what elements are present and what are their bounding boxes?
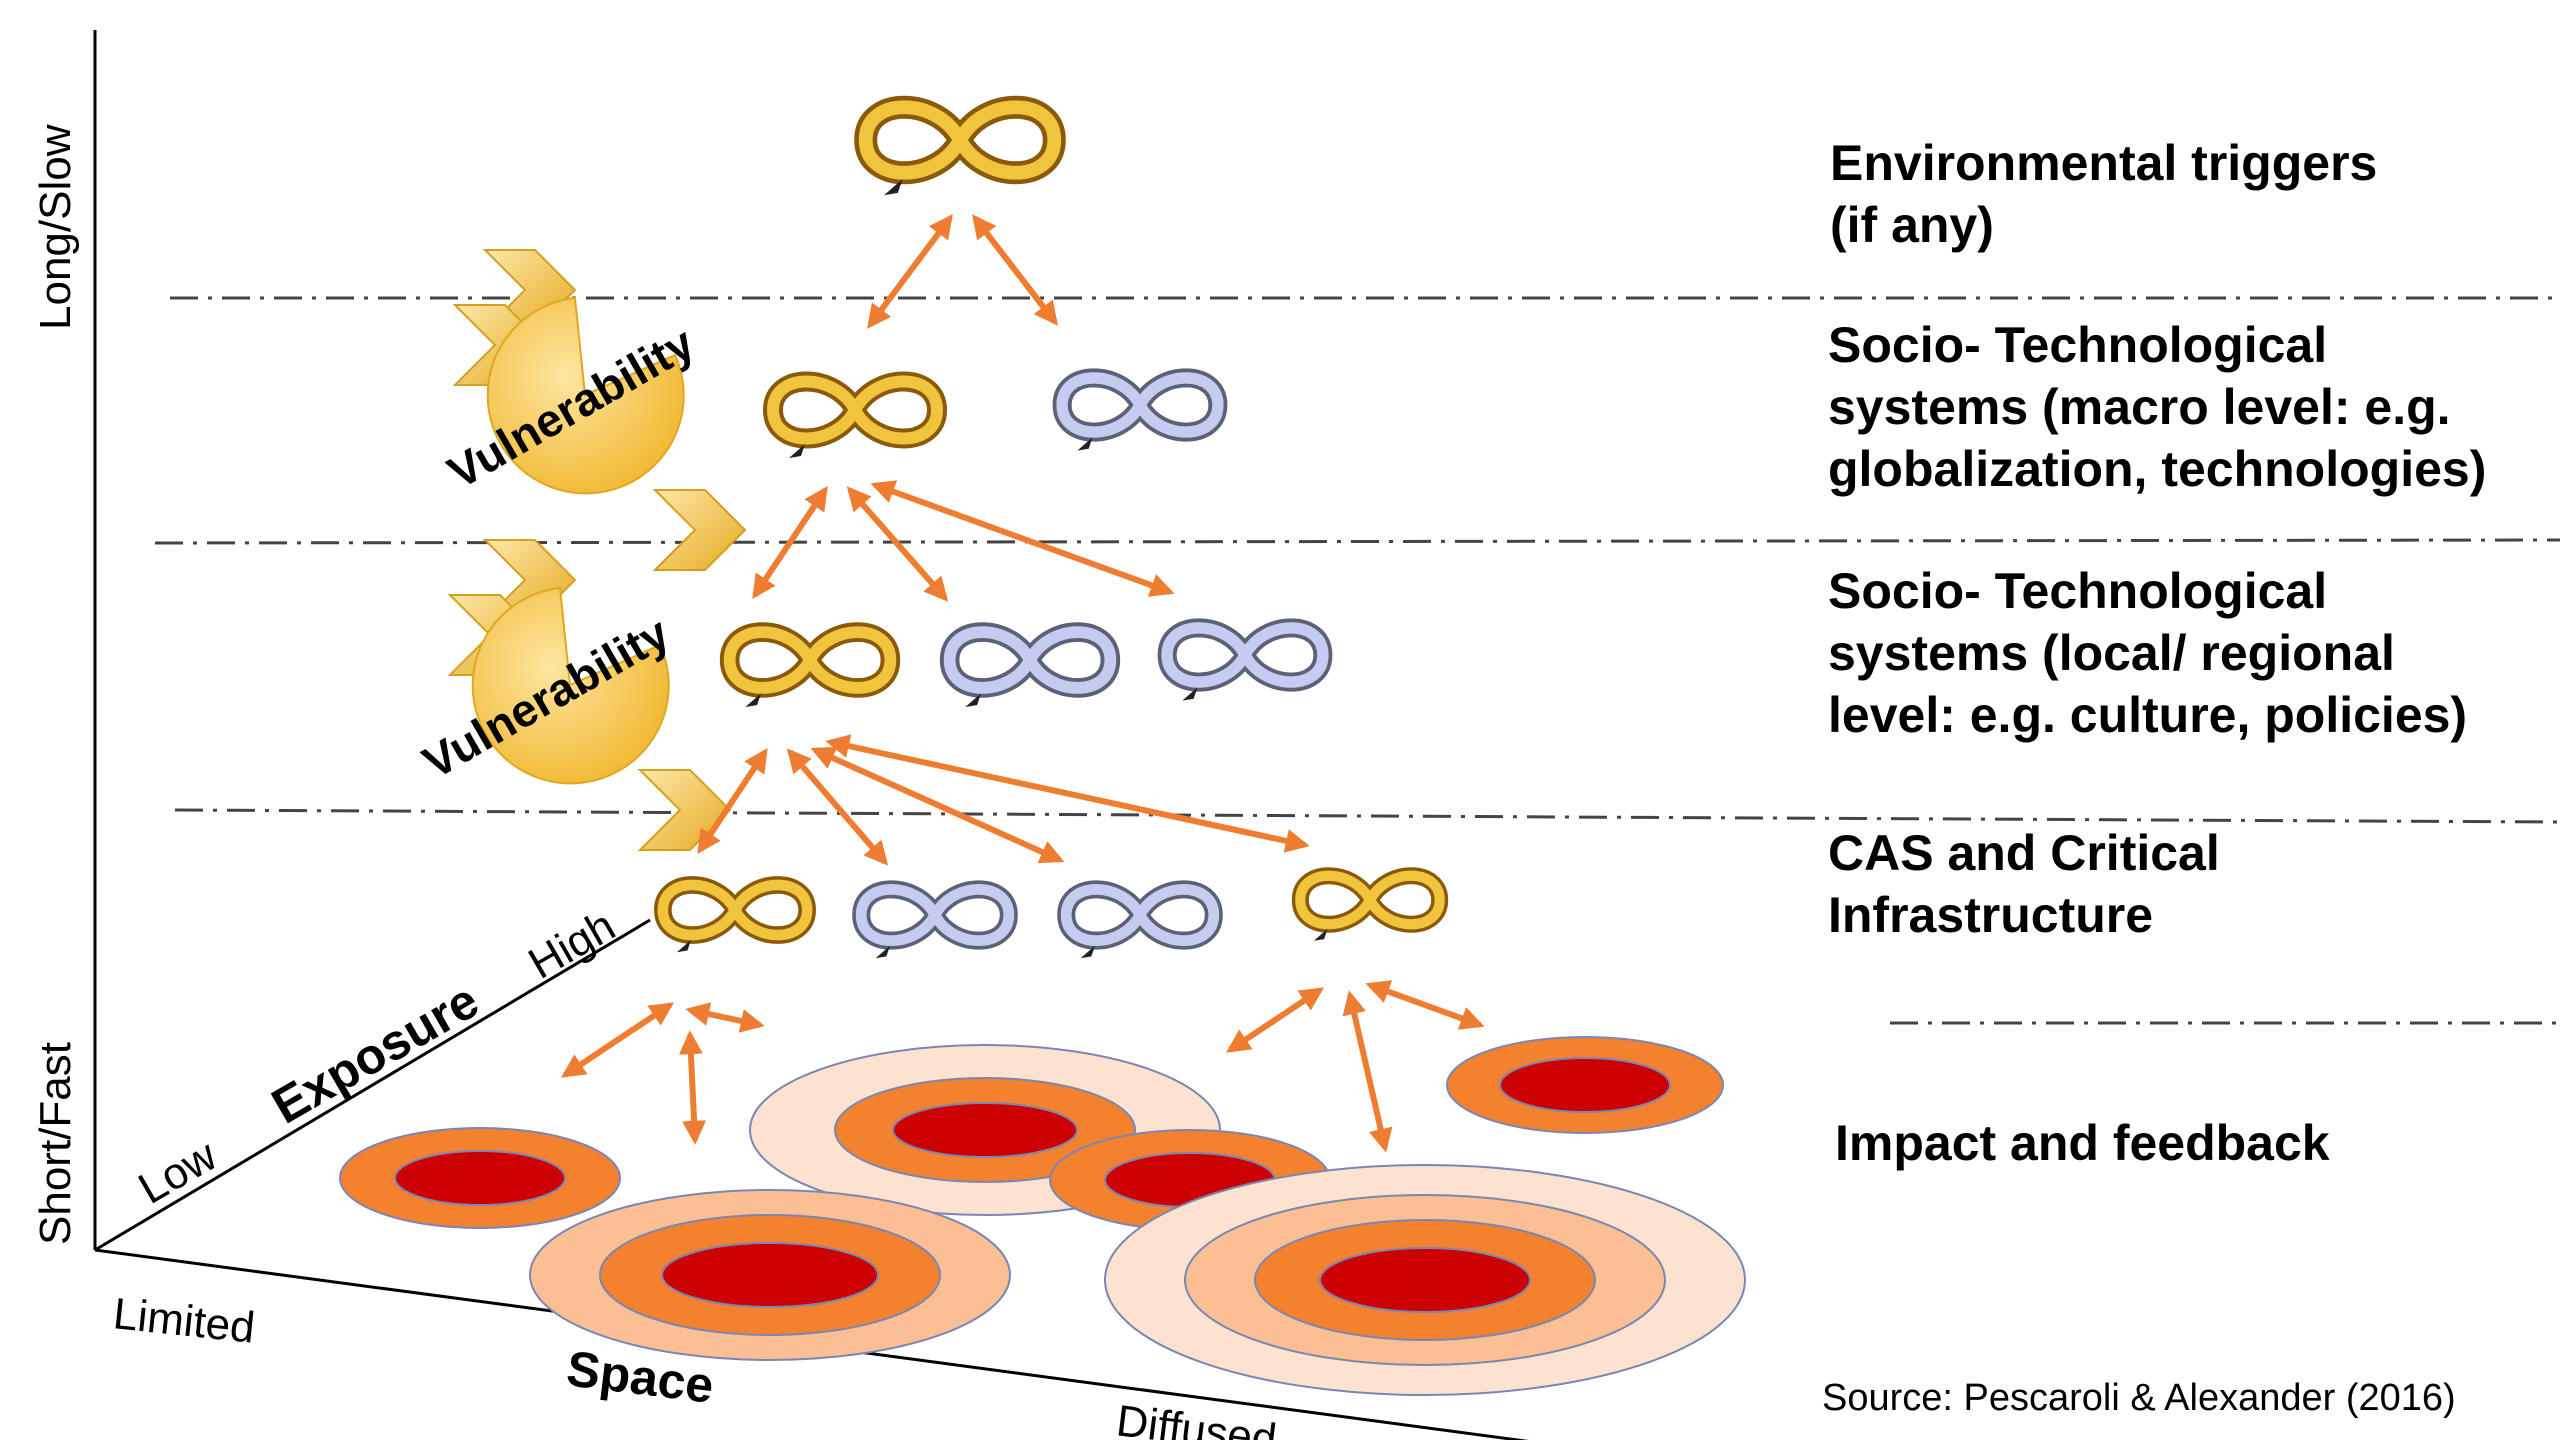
arrow	[678, 1030, 707, 1145]
arrow	[1226, 987, 1324, 1053]
impact-zone	[1446, 1036, 1724, 1134]
layer-macro-line-2: systems (macro level: e.g.	[1828, 379, 2451, 435]
arrow	[870, 480, 1175, 597]
impact-zone	[1104, 1164, 1746, 1396]
chevron-icon	[637, 769, 732, 851]
vulnerability-pie-icon	[486, 296, 685, 495]
layer-impact-line-1: Impact and feedback	[1835, 1115, 2330, 1171]
arrow	[1365, 980, 1485, 1030]
layer-env-line-1: Environmental triggers	[1830, 135, 2377, 191]
layer-local-line-1: Socio- Technological	[1828, 563, 2327, 619]
layer-cas-line-1: CAS and Critical	[1828, 825, 2220, 881]
loop-icon-gold	[1300, 876, 1439, 941]
layer-separators	[154, 296, 2560, 1025]
time-axis-high-label: Long/Slow	[31, 124, 80, 330]
layer-macro-line-3: globalization, technologies)	[1828, 441, 2486, 497]
loop-icon-silver	[1066, 889, 1214, 958]
separator-macro-local	[154, 538, 2560, 545]
arrow	[561, 1002, 674, 1078]
space-axis-line	[94, 1248, 1530, 1440]
space-axis-high-label: Diffused	[1114, 1396, 1279, 1440]
arrow	[825, 734, 1310, 853]
exposure-axis-title: Exposure	[263, 972, 488, 1134]
vulnerability-symbol-lower: Vulnerability	[414, 539, 732, 851]
arrow	[786, 748, 889, 866]
loop-icon-gold	[866, 107, 1055, 195]
arrow	[867, 214, 953, 329]
exposure-axis-line	[94, 918, 651, 1252]
arrow	[972, 214, 1058, 326]
loop-icon-gold	[773, 382, 937, 459]
layer-local-line-2: systems (local/ regional	[1828, 625, 2395, 681]
arrow	[1342, 990, 1393, 1153]
vulnerability-pie-icon	[471, 586, 670, 785]
source-citation: Source: Pescaroli & Alexander (2016)	[1822, 1377, 2456, 1419]
arrow	[697, 747, 768, 855]
layer-macro-line-1: Socio- Technological	[1828, 317, 2327, 373]
layer-env-line-2: (if any)	[1830, 197, 1994, 253]
layer-local-line-3: level: e.g. culture, policies)	[1828, 687, 2467, 743]
exposure-axis-high-label: High	[521, 901, 624, 989]
loop-icon-silver	[1167, 628, 1323, 701]
loops	[663, 107, 1440, 958]
time-axis-low-label: Short/Fast	[31, 1042, 80, 1245]
separator-local-cas	[174, 808, 2560, 824]
impact-zones	[339, 1036, 1746, 1396]
arrow	[752, 486, 828, 599]
space-axis-low-label: Limited	[111, 1289, 257, 1353]
layer-cas-line-2: Infrastructure	[1828, 887, 2153, 943]
loop-icon-silver	[861, 889, 1009, 958]
loop-icon-gold	[663, 885, 807, 952]
impact-zone	[339, 1127, 621, 1229]
impact-zone	[529, 1189, 1011, 1361]
loop-icon-silver	[1062, 378, 1218, 451]
chevron-icon	[652, 489, 747, 571]
interaction-arrows	[561, 214, 1485, 1153]
loop-icon-gold	[730, 632, 891, 707]
arrow	[685, 1002, 765, 1033]
loop-icon-silver	[950, 632, 1111, 707]
layer-labels: Environmental triggers (if any) Socio- T…	[1828, 135, 2486, 1171]
